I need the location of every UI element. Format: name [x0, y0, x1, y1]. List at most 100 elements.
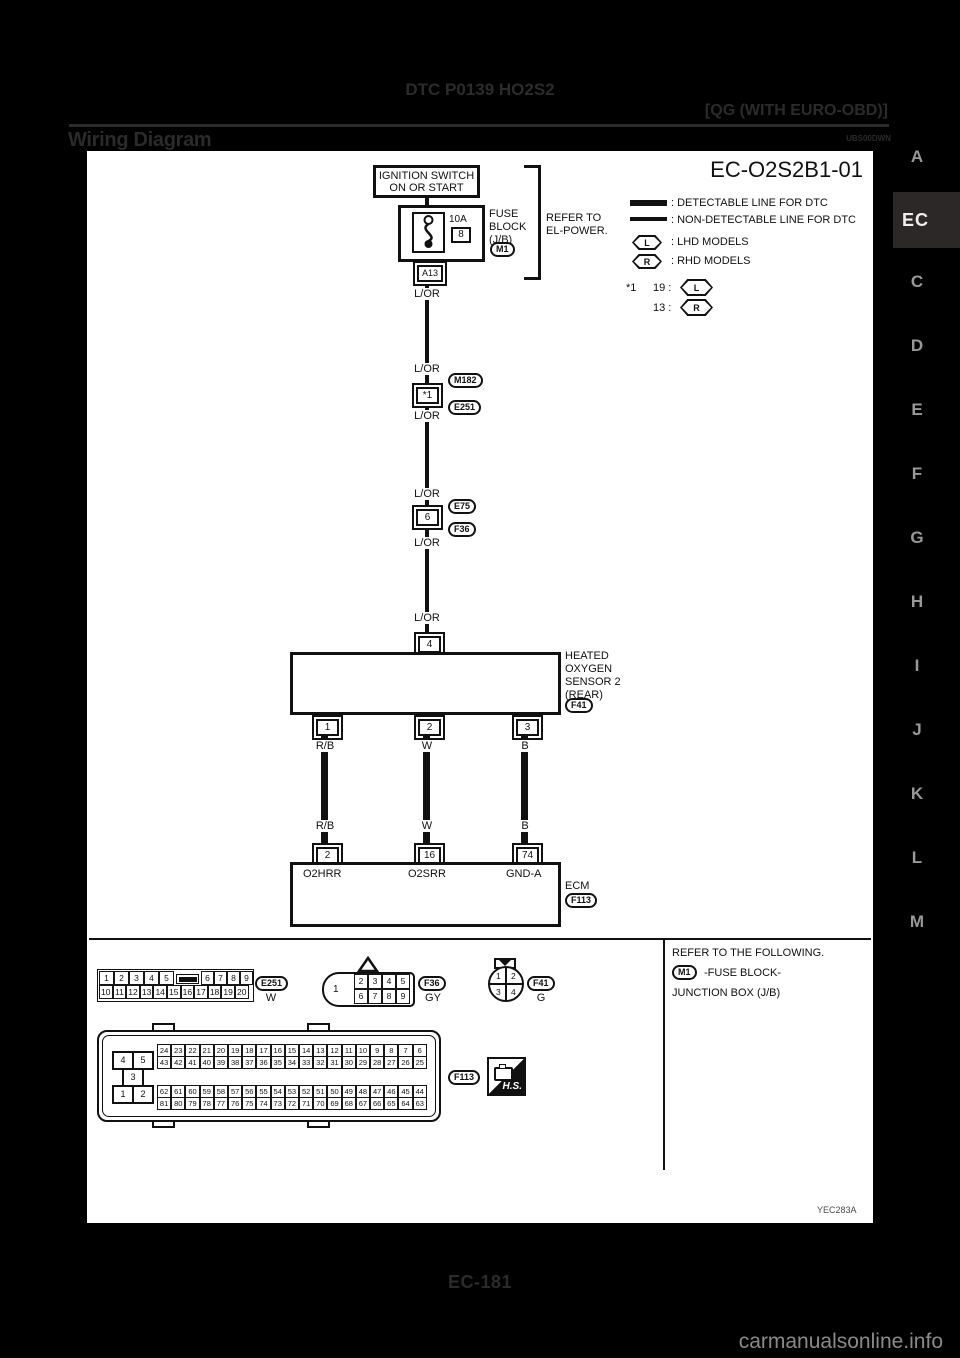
connector-e251: E251 — [448, 400, 482, 415]
wire-color-b: B — [519, 740, 531, 752]
pin-cell: 2 — [114, 971, 129, 985]
sensor-terminal-2-label: 2 — [418, 719, 441, 736]
pin-cell: 13 — [313, 1044, 328, 1057]
legend-nondetectable-label: : NON-DETECTABLE LINE FOR DTC — [671, 214, 856, 226]
star-19-lhd-hexagon-icon: L — [680, 279, 713, 296]
connector-m1-note: M1 — [672, 965, 697, 980]
sensor-terminal-1-label: 1 — [316, 719, 339, 736]
pin-cell: 1 — [99, 971, 114, 985]
legend-detectable-label: : DETECTABLE LINE FOR DTC — [671, 197, 828, 209]
connector-a13-label: A13 — [417, 265, 444, 282]
connector-f36-tag: F36 — [418, 976, 446, 991]
pin-cell: 25 — [412, 1056, 427, 1069]
refer-bracket — [538, 165, 541, 280]
wire-b — [521, 735, 528, 843]
pin-cell: 49 — [341, 1085, 356, 1098]
wire-color-w: W — [419, 740, 435, 752]
ignition-line1: IGNITION SWITCH — [378, 169, 475, 182]
diagram-id: EC-O2S2B1-01 — [710, 157, 863, 182]
hs-label: H.S. — [502, 1081, 522, 1092]
rhd-symbol: R — [643, 256, 651, 267]
pin-cell: 11 — [112, 985, 127, 999]
refer-bracket-top — [524, 165, 541, 168]
wire-color-lor: L/OR — [412, 612, 442, 624]
pin-cell: 34 — [284, 1056, 300, 1069]
star-note-13: 13 : — [653, 302, 672, 314]
connector-6-label: 6 — [416, 509, 439, 526]
refer-elpower-line2: EL-POWER. — [546, 225, 608, 237]
connector-star1: *1 — [412, 383, 443, 408]
fuse-amp-rating: 10A — [449, 214, 467, 225]
f36-cavity-1: 1 — [333, 984, 339, 995]
pin-cell: 27 — [384, 1056, 399, 1069]
connector-a13: A13 — [413, 261, 448, 286]
e251-color: W — [265, 992, 277, 1004]
pin-cell: 32 — [313, 1056, 328, 1069]
wire-color-lor: L/OR — [412, 537, 442, 549]
legend-rhd-label: : RHD MODELS — [671, 255, 751, 267]
pin-cell: 79 — [185, 1097, 200, 1110]
pin-cell: 6 — [354, 989, 368, 1004]
f41-color: G — [536, 992, 546, 1004]
pin-cell: 72 — [284, 1097, 300, 1110]
f41-pin-1: 1 — [496, 971, 501, 981]
connector-f41: F41 — [565, 698, 593, 713]
sensor-terminal-3-label: 3 — [516, 719, 539, 736]
section-divider-horizontal — [89, 938, 871, 940]
wire-w — [423, 735, 430, 843]
sidebar-letter: F — [911, 464, 923, 483]
section-heading: Wiring Diagram — [68, 129, 212, 151]
pin-cell: 9 — [396, 989, 410, 1004]
pin-cell: 56 — [242, 1085, 257, 1098]
pin-cell: 63 — [412, 1097, 427, 1110]
pin-cell: 16 — [180, 985, 195, 999]
fuse-block-label1: FUSE — [489, 208, 519, 220]
sidebar-tab-ec-label: EC — [901, 209, 929, 230]
pin-cell: 17 — [194, 985, 208, 999]
wire-color-lor: L/OR — [412, 363, 442, 375]
pin-cell: 70 — [313, 1097, 328, 1110]
pinout-f41: 1 2 3 4 — [488, 966, 524, 1002]
connector-m1: M1 — [490, 242, 515, 257]
hs-view-icon: H.S. — [487, 1057, 526, 1096]
pin-cell: 2 — [354, 974, 368, 989]
sidebar-letter: D — [910, 336, 924, 355]
pin-cell: 10 — [99, 985, 113, 999]
pin-cell: 20 — [234, 985, 249, 999]
f113-pin-1: 1 — [112, 1085, 134, 1104]
wire-color-rb: R/B — [313, 740, 337, 752]
legend-nondetectable-bar — [630, 217, 667, 221]
sidebar-tab-ec-active: EC — [893, 192, 960, 248]
header-rule — [69, 124, 889, 127]
connector-f113: F113 — [565, 893, 598, 908]
connector-f113-tag: F113 — [448, 1070, 481, 1085]
wiring-diagram-sheet: EC-O2S2B1-01 : DETECTABLE LINE FOR DTC :… — [87, 151, 873, 1223]
sensor-name-line2: OXYGEN — [565, 663, 613, 675]
legend-detectable-bar — [630, 200, 667, 206]
wire-color-lor: L/OR — [412, 288, 442, 300]
pin-cell: 28 — [370, 1056, 385, 1069]
pin-cell: 7 — [214, 971, 227, 985]
ignition-switch-box: IGNITION SWITCH ON OR START — [373, 165, 480, 198]
watermark-link[interactable]: carmanualsonline.info — [738, 1330, 943, 1353]
wire-6-to-4 — [425, 525, 429, 632]
section-code: UBS00DWN — [846, 134, 891, 143]
ecm-name: ECM — [565, 880, 590, 892]
refer-junction-box: JUNCTION BOX (J/B) — [672, 987, 781, 999]
sidebar-letter: M — [909, 912, 925, 931]
f41-pin-4: 4 — [511, 987, 516, 997]
ignition-line2: ON OR START — [389, 181, 464, 194]
pin-cell: 53 — [284, 1085, 300, 1098]
pin-cell: 21 — [199, 1044, 214, 1057]
star-note-ref: *1 — [626, 282, 637, 294]
wire-color-w: W — [419, 820, 435, 832]
pin-cell: 64 — [398, 1097, 413, 1110]
pin-cell: 73 — [270, 1097, 285, 1110]
lhd-hexagon-icon: L — [632, 235, 662, 250]
pin-cell: 67 — [355, 1097, 371, 1110]
rhd-hexagon-icon: R — [632, 254, 662, 269]
wire-color-lor: L/OR — [412, 410, 442, 422]
